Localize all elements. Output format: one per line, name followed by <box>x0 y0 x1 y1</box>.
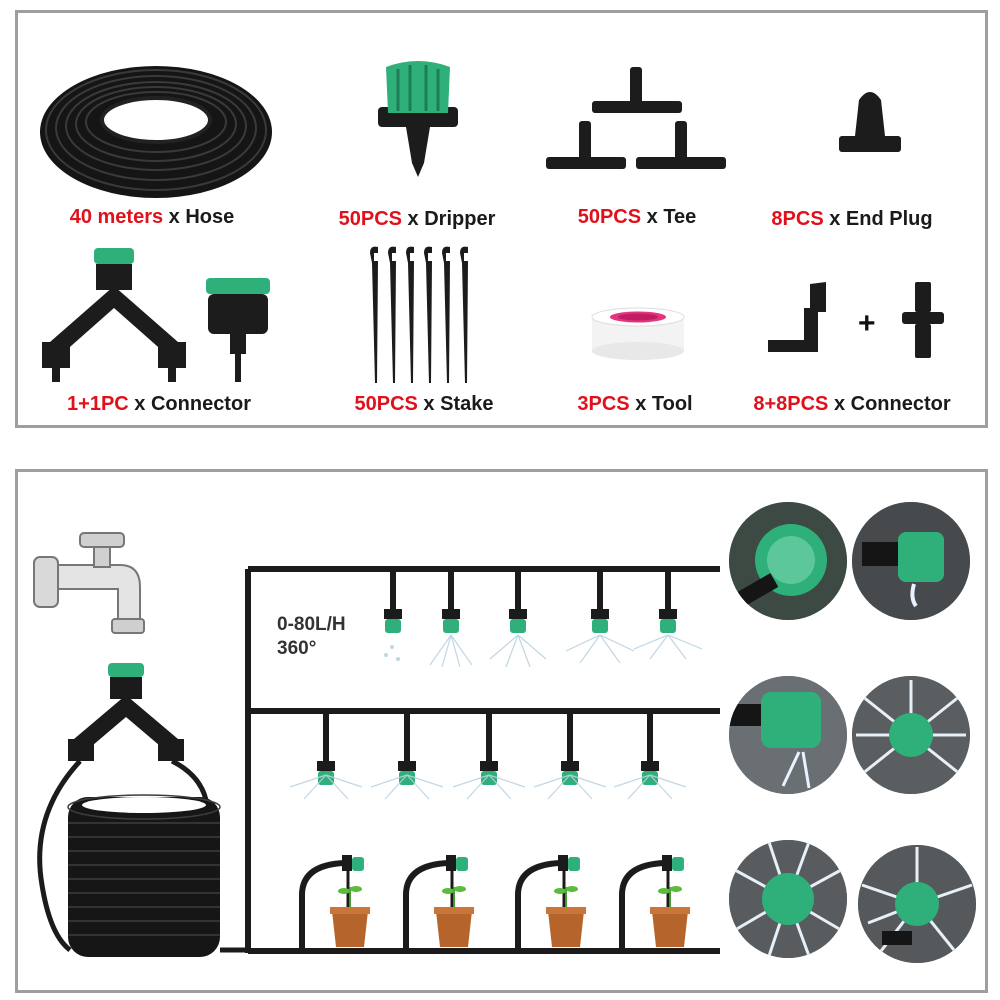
caption-elbow-connector: 8+8PCS x Connector <box>753 393 951 415</box>
caption-hose: 40 meters x Hose <box>69 206 235 228</box>
tee-connectors-image <box>546 67 726 169</box>
caption-stake: 50PCS x Stake <box>354 393 494 415</box>
elbow-connector-image <box>768 282 826 352</box>
plus-sign: + <box>858 307 876 340</box>
caption-end-plug: 8PCS x End Plug <box>771 208 933 230</box>
caption-tool: 3PCS x Tool <box>577 393 693 415</box>
caption-y-connector: 1+1PC x Connector <box>67 393 251 415</box>
y-connector-image <box>42 248 270 382</box>
pipe-network-diagram <box>37 566 720 957</box>
dripper-image <box>378 61 458 177</box>
tape-roll-image <box>591 307 685 360</box>
closeup-dripper-3 <box>729 676 847 794</box>
closeup-dripper-2 <box>852 502 970 620</box>
end-plug-image <box>839 92 901 152</box>
faucet-icon <box>33 532 145 634</box>
closeup-dripper-6 <box>858 845 976 963</box>
closeup-dripper-4 <box>852 676 970 794</box>
hose-coil-image <box>40 66 272 198</box>
closeup-dripper-1 <box>729 502 847 620</box>
caption-dripper: 50PCS x Dripper <box>338 208 496 230</box>
caption-tee: 50PCS x Tee <box>577 206 697 228</box>
closeup-dripper-5 <box>729 840 847 958</box>
stakes-image <box>370 246 468 383</box>
straight-connector-image <box>902 282 944 358</box>
flow-rate-label: 0-80L/H 360° <box>277 614 346 659</box>
